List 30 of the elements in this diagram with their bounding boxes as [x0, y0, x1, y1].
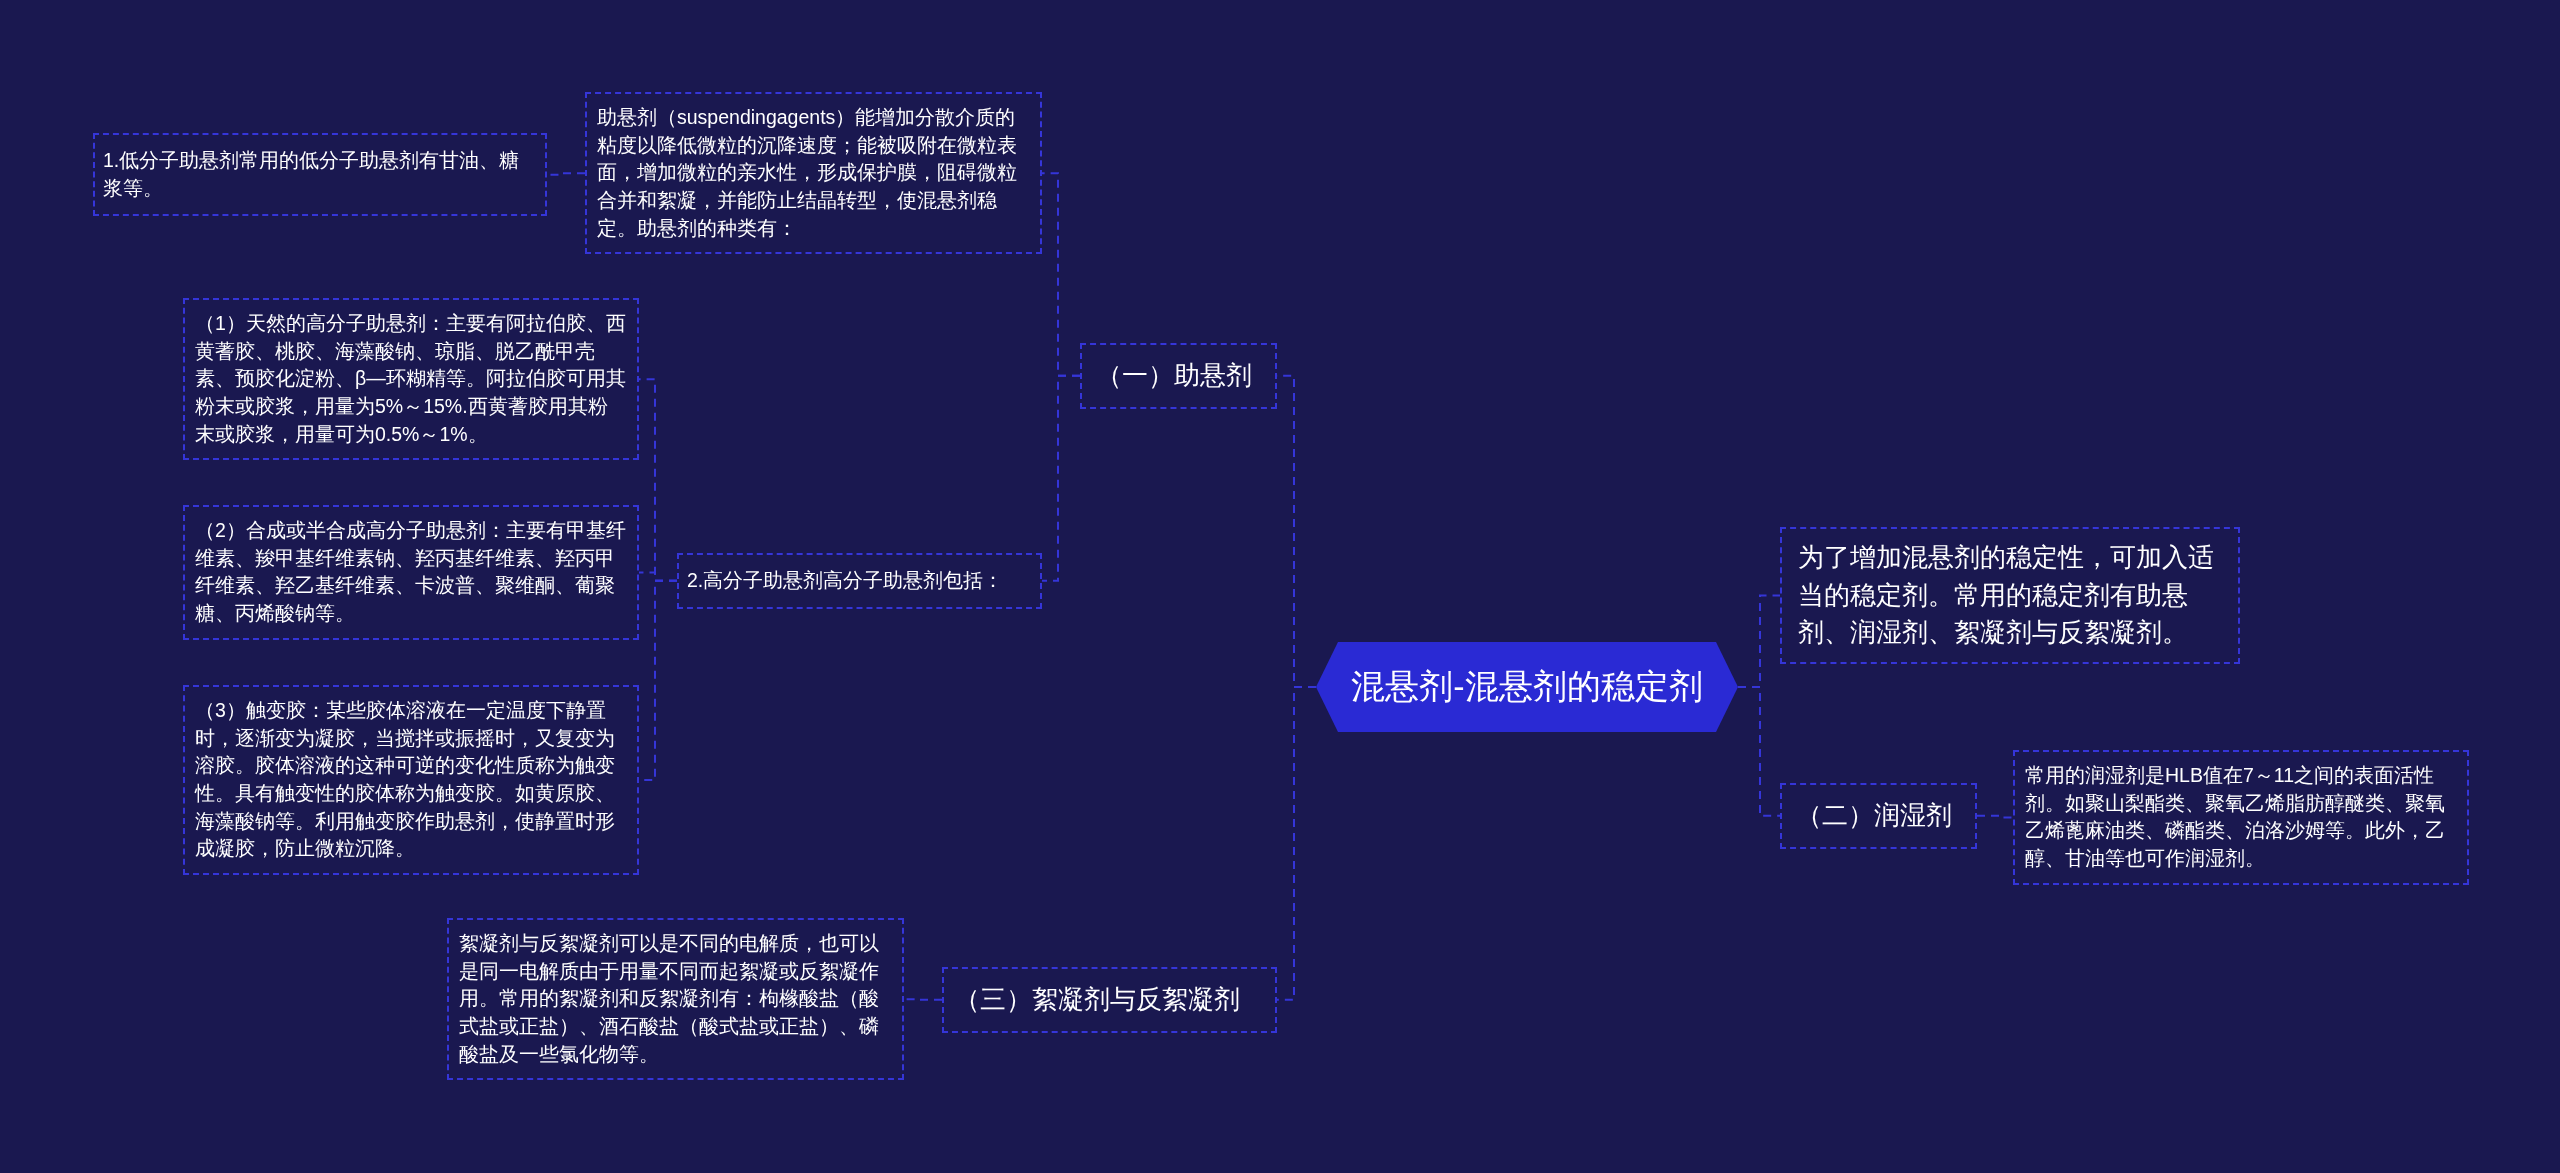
central-topic: [1316, 642, 1738, 732]
topic-title: 混悬剂-混悬剂的稳定剂: [1351, 666, 1703, 708]
connector-line: [1041, 374, 1081, 582]
node-text: （3）触变胶：某些胶体溶液在一定温度下静置时，逐渐变为凝胶，当搅拌或振摇时，又复变为溶胶。胶体溶液的这种可逆的变化性质称为触变性。具有触变性的胶体称为触变胶。如黄原胶、海藻酸钠等。利用触变胶作助悬剂，使静置时形成凝胶，防止微粒沉降。: [195, 698, 616, 862]
connector-line: [1276, 686, 1317, 1001]
node-text: 助悬剂（suspendingagents）能增加分散介质的粘度以降低微粒的沉降速度；能被吸附在微粒表面，增加微粒的亲水性，形成保护膜，阻碍微粒合并和絮凝，并能防止结晶转型，使混悬剂稳定。助悬剂的种类有：: [597, 105, 1018, 241]
node-text: 2.高分子助悬剂高分子助悬剂包括：: [687, 568, 1005, 593]
node-text: 絮凝剂与反絮凝剂可以是不同的电解质，也可以是同一电解质由于用量不同而起絮凝或反絮凝作用。常用的絮凝剂和反絮凝剂有：枸橼酸盐（酸式盐或正盐）、酒石酸盐（酸式盐或正盐）、磷酸盐及一些氯化物等。: [459, 931, 880, 1067]
node-text: （三）絮凝剂与反絮凝剂: [954, 983, 1241, 1016]
detail-box: [677, 553, 1042, 609]
topic-box: [942, 967, 1277, 1033]
detail-box: [183, 298, 639, 461]
node-text: 常用的润湿剂是HLB值在7～11之间的表面活性剂。如聚山梨酯类、聚氧乙烯脂肪醇醚类、聚氧乙烯蓖麻油类、磷酯类、泊洛沙姆等。此外，乙醇、甘油等也可作润湿剂。: [2025, 763, 2446, 872]
detail-box: [2013, 750, 2469, 885]
node-text: （1）天然的高分子助悬剂：主要有阿拉伯胶、西黄蓍胶、桃胶、海藻酸钠、琼脂、脱乙酰甲壳素、预胶化淀粉、β—环糊精等。阿拉伯胶可用其粉末或胶浆，用量为5%～15%.西黄蓍胶用其粉末或胶浆，用量可为0.5%～1%。: [195, 311, 627, 447]
detail-box: [183, 685, 639, 876]
node-text: 1.低分子助悬剂常用的低分子助悬剂有甘油、糖浆等。: [103, 148, 521, 201]
connector-line: [1737, 686, 1781, 817]
topic-box: [1080, 343, 1277, 409]
node-text: （2）合成或半合成高分子助悬剂：主要有甲基纤维素、羧甲基纤维素钠、羟丙基纤维素、羟丙甲纤维素、羟乙基纤维素、卡波普、聚维酮、葡聚糖、丙烯酸钠等。: [195, 518, 627, 627]
detail-box: [585, 92, 1042, 255]
detail-box: [447, 918, 904, 1081]
detail-box: [93, 133, 547, 217]
node-text: （二）润湿剂: [1796, 799, 1953, 832]
topic-box: [1780, 783, 1977, 849]
detail-box: [183, 505, 639, 640]
topic-box: [1780, 527, 2240, 665]
connector-line: [1976, 814, 2014, 819]
node-text: （一）助悬剂: [1096, 359, 1253, 392]
node-text: 为了增加混悬剂的稳定性，可加入适当的稳定剂。常用的稳定剂有助悬剂、润湿剂、絮凝剂与反絮凝剂。: [1798, 541, 2215, 650]
